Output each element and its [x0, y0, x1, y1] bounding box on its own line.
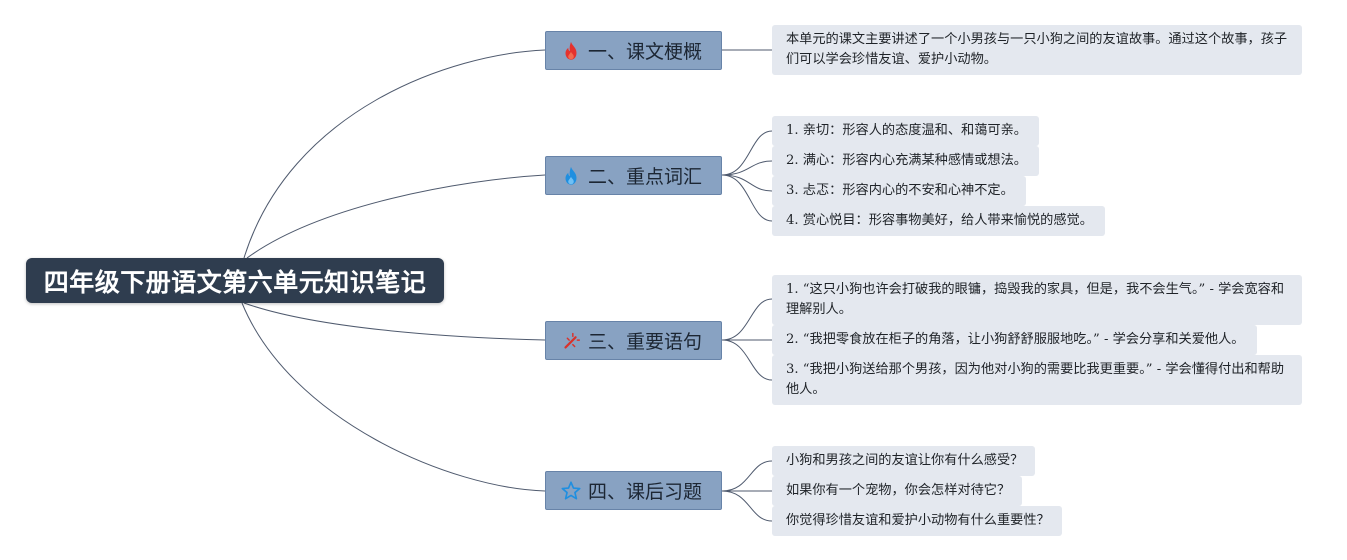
connector-branch-3-leaf-1 [721, 298, 773, 341]
leaf-vocabulary-item[interactable]: 4. 赏心悦目：形容事物美好，给人带来愉悦的感觉。 [772, 206, 1105, 236]
leaf-sentence-item[interactable]: 1. “这只小狗也许会打破我的眼镛，捣毁我的家具，但是，我不会生气。” - 学会… [772, 275, 1302, 325]
connector-branch-2-leaf-3 [721, 174, 773, 192]
connector-branch-2-leaf-1 [721, 130, 773, 176]
fire-icon [560, 40, 582, 62]
connector-root-branch-3 [243, 302, 546, 341]
leaf-vocabulary-item[interactable]: 1. 亲切：形容人的态度温和、和蔼可亲。 [772, 116, 1039, 146]
branch-topic-exercises[interactable]: 四、课后习题 [545, 471, 722, 510]
leaf-exercise-item[interactable]: 如果你有一个宠物，你会怎样对待它？ [772, 476, 1023, 506]
branch-label: 二、重点词汇 [588, 166, 703, 188]
root-topic[interactable]: 四年级下册语文第六单元知识笔记 [26, 258, 444, 303]
connector-root-branch-1 [243, 49, 546, 259]
root-title: 四年级下册语文第六单元知识笔记 [43, 267, 427, 297]
branch-label: 一、课文梗概 [588, 41, 703, 63]
leaf-sentence-item[interactable]: 2. “我把零食放在柜子的角落，让小狗舒舒服服地吃。” - 学会分享和关爱他人。 [772, 325, 1257, 355]
star-icon [560, 480, 582, 502]
connector-root-branch-2 [246, 174, 546, 259]
connector-branch-2-leaf-4 [721, 174, 773, 222]
blue-flame-icon [560, 165, 582, 187]
leaf-exercise-item[interactable]: 小狗和男孩之间的友谊让你有什么感受？ [772, 446, 1036, 476]
branch-label: 四、课后习题 [588, 481, 703, 503]
leaf-sentence-item[interactable]: 3. “我把小狗送给那个男孩，因为他对小狗的需要比我更重要。” - 学会懂得付出… [772, 355, 1302, 405]
connector-root-branch-4 [241, 302, 546, 492]
branch-label: 三、重要语句 [588, 331, 703, 353]
leaf-vocabulary-item[interactable]: 2. 满心：形容内心充满某种感情或想法。 [772, 146, 1039, 176]
leaf-exercise-item[interactable]: 你觉得珍惜友谊和爱护小动物有什么重要性？ [772, 506, 1062, 536]
branch-topic-sentences[interactable]: 三、重要语句 [545, 321, 722, 360]
connector-branch-3-leaf-3 [721, 339, 773, 381]
connector-branch-2-leaf-2 [721, 160, 773, 176]
leaf-vocabulary-item[interactable]: 3. 忐忑：形容内心的不安和心神不定。 [772, 176, 1026, 206]
connector-branch-4-leaf-3 [721, 490, 773, 522]
branch-topic-summary[interactable]: 一、课文梗概 [545, 31, 722, 70]
leaf-summary-text[interactable]: 本单元的课文主要讲述了一个小男孩与一只小狗之间的友谊故事。通过这个故事，孩子们可… [772, 25, 1302, 75]
branch-topic-vocabulary[interactable]: 二、重点词汇 [545, 156, 722, 195]
connector-branch-4-leaf-1 [721, 460, 773, 492]
sparkle-icon [560, 330, 582, 352]
